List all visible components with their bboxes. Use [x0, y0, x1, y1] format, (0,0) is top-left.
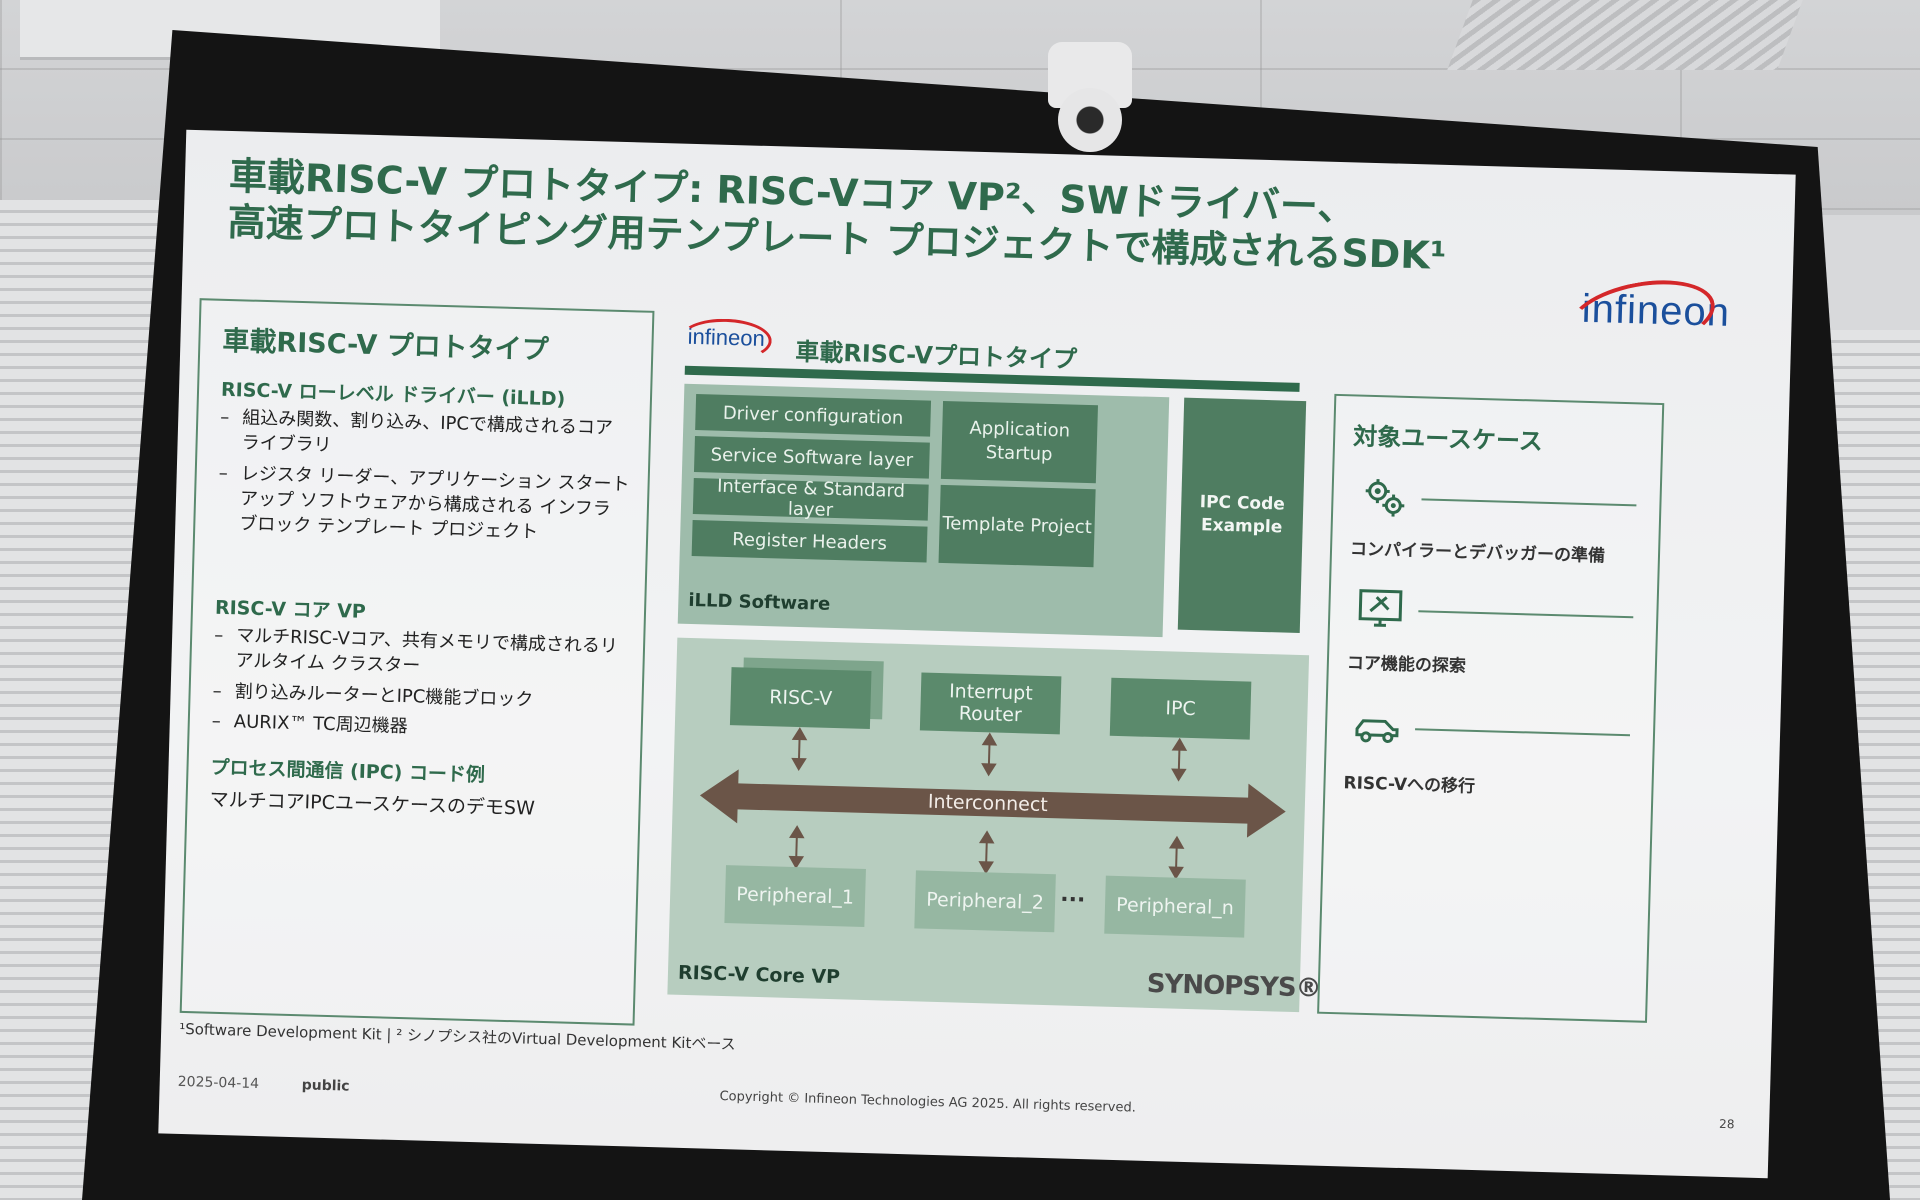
page-number: 28 [1718, 1116, 1735, 1132]
risc-v-core-vp-label: RISC-V Core VP [677, 961, 841, 989]
layer-driver-configuration: Driver configuration [695, 394, 932, 437]
list-item: –組込み関数、割り込み、IPCで構成されるコア ライブラリ [220, 406, 614, 456]
bullet-dash: – [212, 680, 222, 702]
divider-line [1418, 610, 1634, 619]
section-ipc-text: マルチコアIPCユースケースのデモSW [209, 788, 536, 820]
list-item: –AURIX™ TC周辺機器 [211, 710, 408, 738]
panel-heading: 対象ユースケース [1352, 422, 1544, 456]
peripheral-2-block: Peripheral_2 [914, 870, 1056, 933]
template-project-block: Template Project [938, 484, 1096, 568]
classification-label: public [301, 1077, 350, 1095]
use-case-core-features: コア機能の探索 [1346, 653, 1467, 677]
divider-line [1421, 498, 1637, 507]
ceiling-vent [1447, 0, 1803, 70]
layer-service-software: Service Software layer [693, 436, 930, 479]
tools-monitor-icon [1358, 589, 1403, 627]
bullet-dash: – [211, 710, 222, 732]
peripheral-n-block: Peripheral_n [1104, 875, 1246, 938]
synopsys-logo: SYNOPSYS® [1146, 968, 1321, 1004]
peripheral-1-block: Peripheral_1 [724, 865, 866, 927]
infineon-logo: infineon [1581, 286, 1731, 335]
layer-register-headers: Register Headers [691, 520, 928, 563]
interconnect-arrow [699, 769, 1286, 838]
application-startup-block: Application Startup [940, 400, 1098, 484]
diagram-title: 車載RISC-Vプロトタイプ [794, 337, 1078, 374]
vertical-arrows [788, 727, 1188, 880]
slide-date: 2025-04-14 [177, 1073, 260, 1093]
use-case-migration: RISC-Vへの移行 [1343, 773, 1476, 797]
bullet-dash: – [218, 462, 229, 485]
section-core-vp-title: RISC-V コア VP [214, 596, 367, 623]
interconnect-diagram [699, 727, 1286, 880]
footnote: ¹Software Development Kit | ² シノプシス社のVir… [178, 1019, 736, 1054]
bullet-dash: – [220, 406, 230, 429]
projected-slide: 車載RISC-V プロトタイプ: RISC-Vコア VP²、SWドライバー、 高… [158, 129, 1796, 1179]
ipc-code-example-block: IPC Code Example [1177, 397, 1307, 634]
prototype-overview-panel: 車載RISC-V プロトタイプ RISC-V ローレベル ドライバー (iLLD… [179, 298, 655, 1026]
list-item: –マルチRISC-Vコア、共有メモリで構成されるリアルタイム クラスター [213, 624, 619, 677]
interrupt-router-block: Interrupt Router [919, 672, 1062, 735]
slide-title: 車載RISC-V プロトタイプ: RISC-Vコア VP²、SWドライバー、 高… [227, 153, 1447, 278]
layer-interface-standard: Interface & Standard layer [692, 476, 929, 521]
panel-heading: 車載RISC-V プロトタイプ [222, 325, 550, 366]
section-ipc-title: プロセス間通信 (IPC) コード例 [210, 756, 486, 787]
list-item: –レジスタ リーダー、アプリケーション スタートアップ ソフトウェアから構成され… [218, 462, 630, 543]
illd-software-label: iLLD Software [688, 589, 831, 615]
use-case-compiler-debugger: コンパイラーとデバッガーの準備 [1349, 539, 1606, 567]
car-icon [1355, 719, 1399, 744]
risc-v-block: RISC-V [729, 667, 872, 730]
copyright-notice: Copyright © Infineon Technologies AG 202… [719, 1088, 1137, 1116]
ipc-block: IPC [1109, 677, 1252, 740]
infineon-logo-small: infineon [687, 323, 766, 351]
ellipsis: ··· [1059, 887, 1086, 914]
bullet-dash: – [213, 624, 224, 646]
divider-line [1415, 728, 1631, 737]
target-use-cases-panel: 対象ユースケース コンパイラーとデバッガーの準備 コア機能の探索 RISC-Vへ… [1317, 393, 1665, 1023]
gears-icon [1365, 479, 1405, 517]
security-camera [1058, 88, 1122, 152]
